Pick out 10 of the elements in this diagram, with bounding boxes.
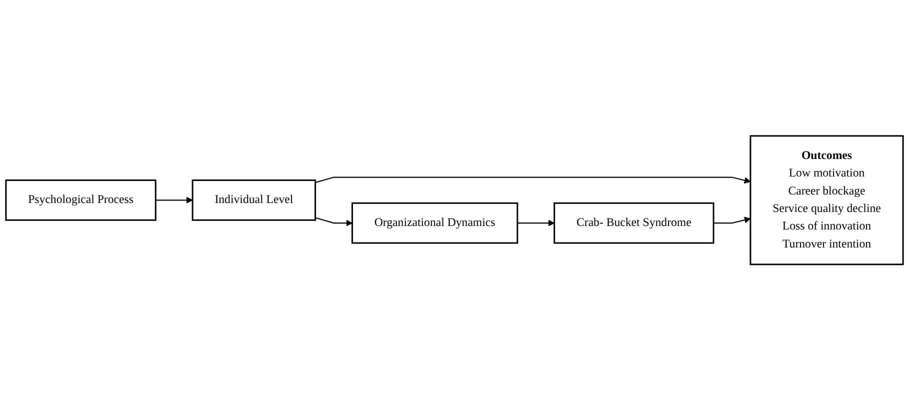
node-box: Individual Level	[192, 180, 316, 222]
arrow	[315, 177, 751, 184]
arrow	[517, 220, 555, 227]
arrow	[714, 217, 751, 224]
node-box: Organizational Dynamics	[351, 202, 518, 244]
node-box: Crab- Bucket Syndrome	[554, 202, 714, 244]
node-box: Psychological Process	[5, 180, 156, 222]
arrow	[315, 218, 353, 227]
arrow	[156, 197, 193, 204]
node-box: Outcomes Low motivation Career blockage Service quality decline Loss of innovation Turnover intention	[750, 136, 904, 266]
